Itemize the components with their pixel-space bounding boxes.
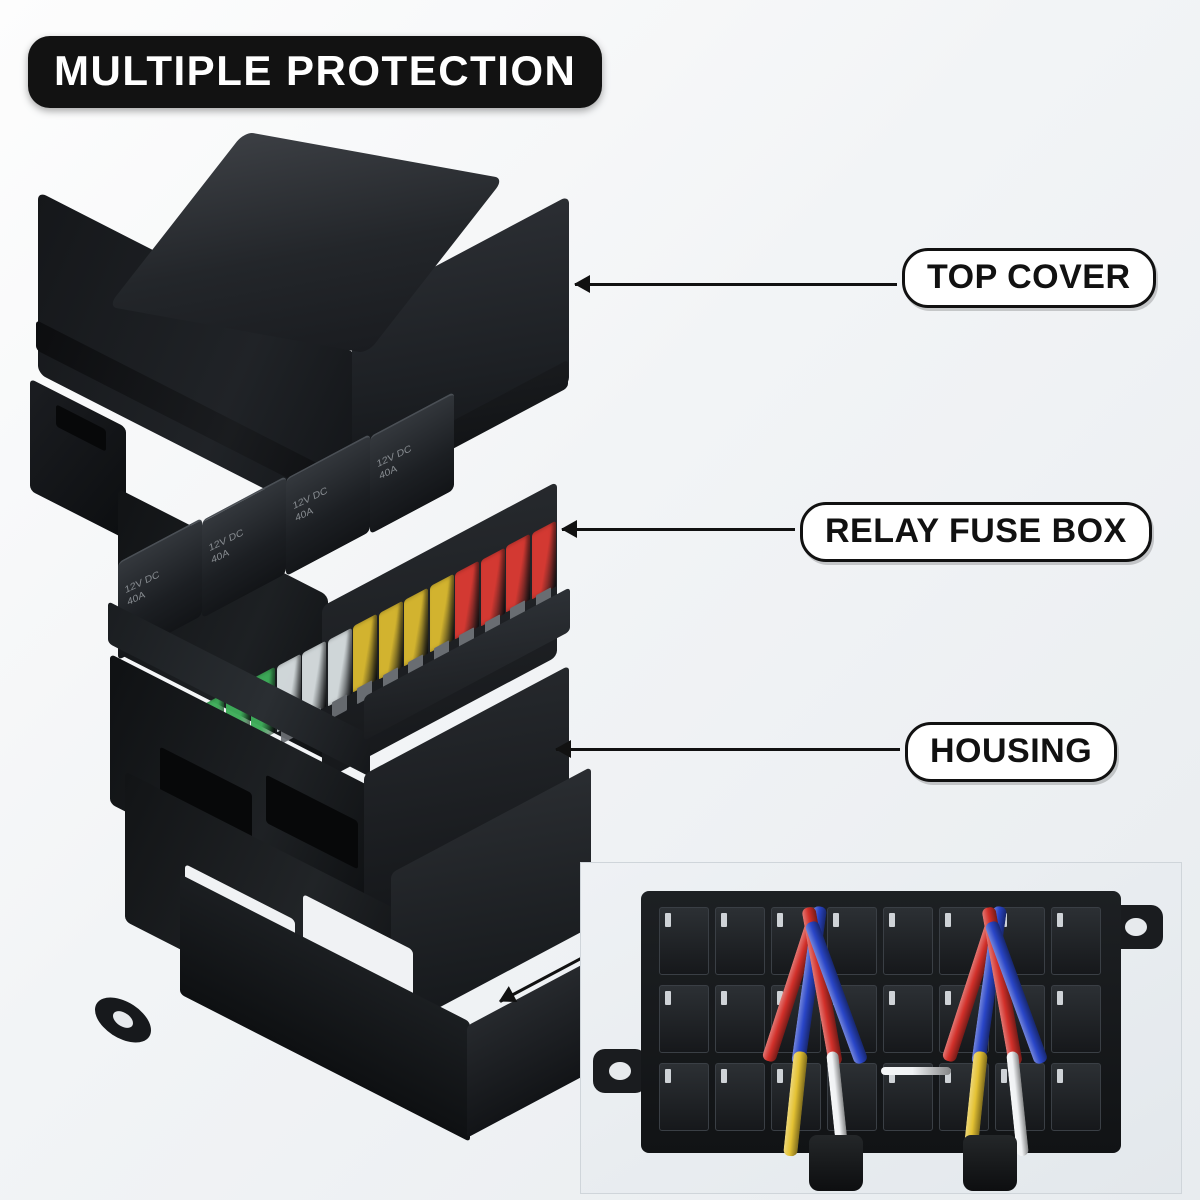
leader-line-relay-fuse-box xyxy=(561,520,795,538)
callout-relay-fuse-box: RELAY FUSE BOX xyxy=(800,502,1152,562)
leader-line-top-cover xyxy=(574,275,897,293)
inset-socket-contact xyxy=(665,913,671,927)
inset-socket-contact xyxy=(889,991,895,1005)
inset-socket-contact xyxy=(889,913,895,927)
inset-socket-contact xyxy=(1001,1069,1007,1083)
inset-socket-contact xyxy=(1057,913,1063,927)
inset-socket-contact xyxy=(889,1069,895,1083)
inset-socket-contact xyxy=(721,991,727,1005)
inset-mount-ear xyxy=(593,1049,647,1093)
relay-label: 12V DC 40A xyxy=(375,443,413,482)
inset-socket-contact xyxy=(665,1069,671,1083)
relay-label: 12V DC 40A xyxy=(291,485,329,524)
base-mount-ear xyxy=(95,989,151,1051)
inset-socket-contact xyxy=(945,913,951,927)
fuse-red xyxy=(531,520,556,600)
inset-socket-contact xyxy=(721,1069,727,1083)
part-bottom-shell xyxy=(95,766,641,1142)
fuse-red xyxy=(506,534,530,613)
callout-housing: HOUSING xyxy=(905,722,1118,782)
inset-photo-wired-base xyxy=(580,862,1182,1194)
leader-line-housing xyxy=(555,740,900,758)
inset-socket-contact xyxy=(945,991,951,1005)
inset-wire xyxy=(881,1067,951,1075)
inset-socket-contact xyxy=(1057,1069,1063,1083)
relay-label: 12V DC 40A xyxy=(207,527,245,566)
inset-socket-contact xyxy=(665,991,671,1005)
inset-wire-grommet xyxy=(809,1135,863,1191)
inset-socket-contact xyxy=(721,913,727,927)
relay-label: 12V DC 40A xyxy=(123,569,161,608)
inset-socket-contact xyxy=(833,913,839,927)
inset-wire-grommet xyxy=(963,1135,1017,1191)
inset-socket-contact xyxy=(777,1069,783,1083)
inset-socket-contact xyxy=(1057,991,1063,1005)
inset-socket-contact xyxy=(777,913,783,927)
title-banner: MULTIPLE PROTECTION xyxy=(28,36,603,108)
callout-top-cover: TOP COVER xyxy=(902,248,1156,308)
inset-socket xyxy=(715,907,765,975)
fuse-red xyxy=(480,547,505,627)
inset-socket-contact xyxy=(945,1069,951,1083)
inset-housing-body xyxy=(641,891,1121,1157)
